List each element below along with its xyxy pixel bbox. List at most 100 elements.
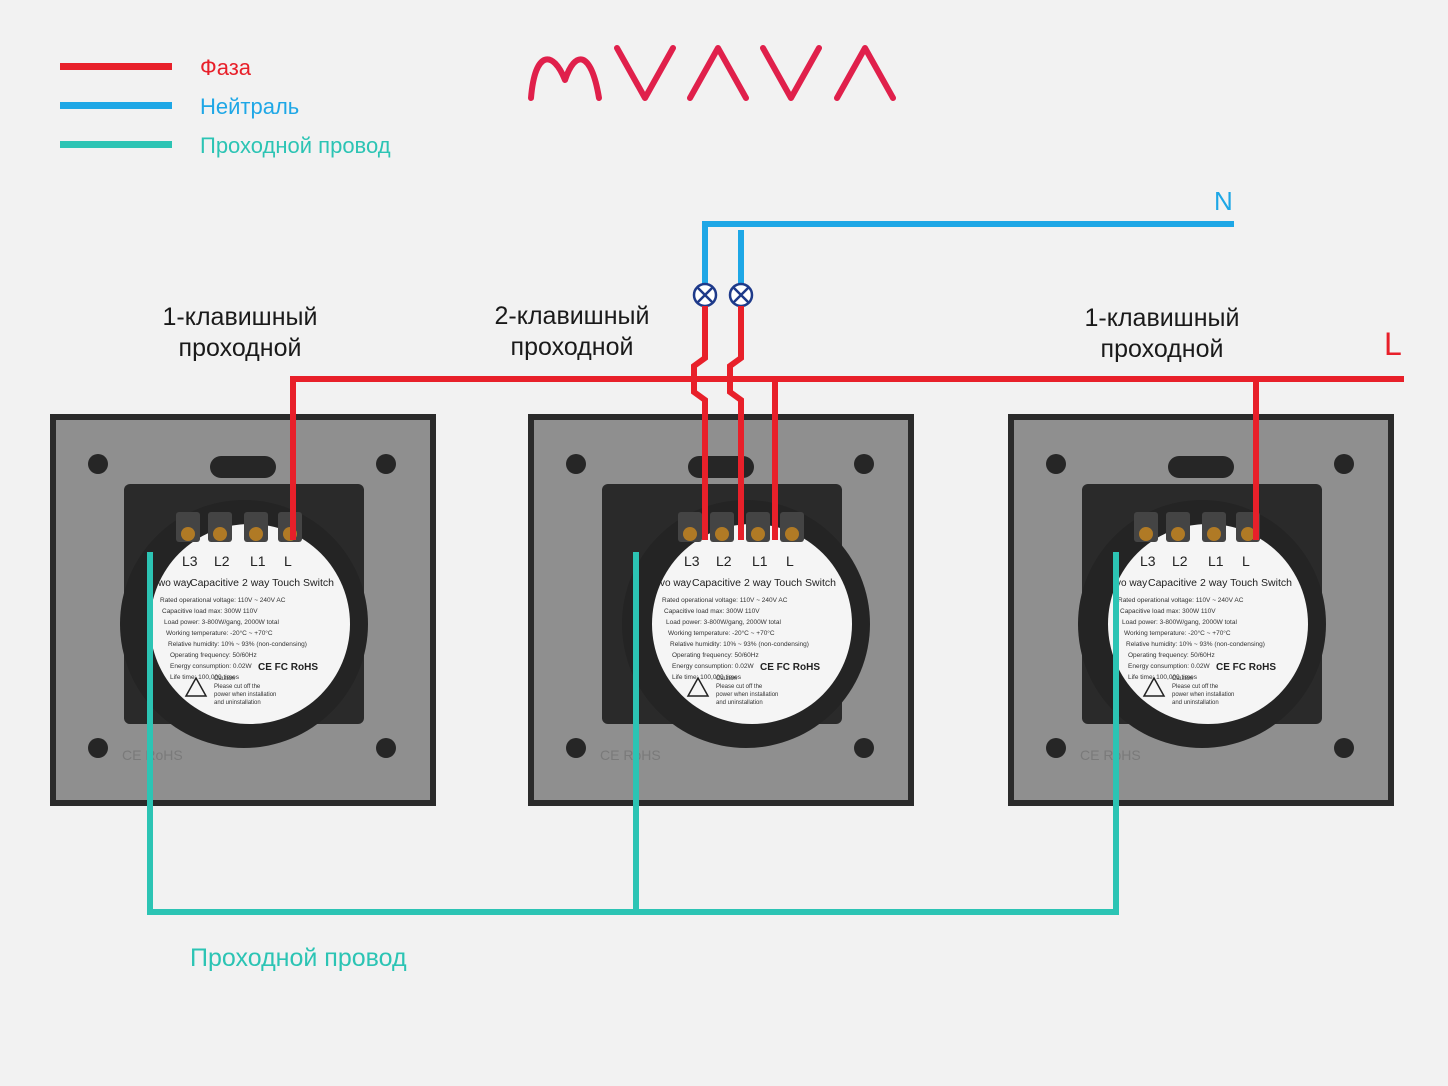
screw-hole (566, 738, 586, 758)
legend-neutral-label: Нейтраль (200, 94, 300, 119)
spec-line: Energy consumption: 0.02W (170, 663, 253, 670)
cert-marks: CE FC RoHS (760, 662, 820, 673)
switch-3-title: 1-клавишный проходной (1032, 303, 1292, 365)
cert-marks: CE FC RoHS (258, 662, 318, 673)
terminal-screw (751, 527, 765, 541)
terminal-label: L1 (1208, 553, 1224, 569)
screw-hole (566, 454, 586, 474)
screw-hole (88, 738, 108, 758)
terminal-screw (213, 527, 227, 541)
mount-slot (1168, 456, 1234, 478)
lamp-2-icon (728, 282, 754, 308)
model-name: Capacitive 2 way Touch Switch (692, 577, 836, 589)
legend-phase-label: Фаза (200, 55, 252, 80)
spec-line: Working temperature: -20°C ~ +70°C (1124, 629, 1231, 637)
spec-line: Working temperature: -20°C ~ +70°C (668, 629, 775, 637)
spec-line: Capacitive load max: 300W 110V (1120, 608, 1216, 615)
brand-mark: CE RoHS (1080, 747, 1141, 763)
brand-mark: CE RoHS (600, 747, 661, 763)
spec-line: Relative humidity: 10% ~ 93% (non-conden… (670, 641, 809, 648)
caution-line: Please cut off the (214, 684, 261, 690)
legend-neutral-line (60, 102, 172, 109)
screw-hole (1046, 738, 1066, 758)
switch-3-title-line1: 1-клавишный (1084, 304, 1240, 332)
spec-line: Operating frequency: 50/60Hz (1128, 652, 1215, 659)
screw-hole (854, 738, 874, 758)
spec-line: Load power: 3-800W/gang, 2000W total (1122, 619, 1237, 626)
screw-hole (854, 454, 874, 474)
screw-hole (1046, 454, 1066, 474)
spec-line: Load power: 3-800W/gang, 2000W total (666, 619, 781, 626)
switch-2-title-line2: проходной (510, 333, 634, 361)
legend-phase-line (60, 63, 172, 70)
warning-icon (1142, 676, 1166, 697)
cert-marks: CE FC RoHS (1216, 662, 1276, 673)
spec-line: Life time: 100,000 times (672, 674, 742, 681)
caution-line: Caution (1172, 676, 1193, 682)
terminal-label: L (786, 553, 794, 569)
screw-hole (1334, 738, 1354, 758)
caution-line: power when installation (1172, 692, 1234, 698)
module-label (1108, 524, 1308, 724)
spec-line: Life time: 100,000 times (170, 674, 240, 681)
spec-line: Life time: 100,000 times (1128, 674, 1198, 681)
terminal-label: L1 (752, 553, 768, 569)
terminal-label: L2 (716, 553, 732, 569)
terminal-screw (1171, 527, 1185, 541)
spec-line: Capacitive load max: 300W 110V (162, 608, 258, 615)
bottom-traveler-caption: Проходной провод (190, 944, 407, 972)
phase-wires (290, 306, 1404, 540)
neutral-wire-label: N (1214, 186, 1233, 216)
legend-traveler-label: Проходной провод (200, 133, 391, 158)
terminal-screw (1207, 527, 1221, 541)
model-prefix: wo way (157, 578, 191, 589)
caution-line: Please cut off the (1172, 684, 1219, 690)
spec-line: Energy consumption: 0.02W (1128, 663, 1211, 670)
spec-line: Capacitive load max: 300W 110V (664, 608, 760, 615)
terminal-screw (683, 527, 697, 541)
spec-line: Relative humidity: 10% ~ 93% (non-conden… (168, 641, 307, 648)
switch-1-title-line2: проходной (178, 334, 302, 362)
terminal-screw (1139, 527, 1153, 541)
spec-line: Rated operational voltage: 110V ~ 240V A… (1118, 597, 1244, 604)
terminal-label: L3 (1140, 553, 1156, 569)
mount-slot (210, 456, 276, 478)
caution-line: power when installation (214, 692, 276, 698)
caution-line: Caution (716, 676, 737, 682)
caution-line: Caution (214, 676, 235, 682)
terminal-screw (181, 527, 195, 541)
screw-hole (376, 454, 396, 474)
module-label (652, 524, 852, 724)
spec-line: Rated operational voltage: 110V ~ 240V A… (160, 597, 286, 604)
screw-hole (88, 454, 108, 474)
terminal-screw (715, 527, 729, 541)
switch-1-title: 1-клавишный проходной (110, 302, 370, 364)
screw-hole (1334, 454, 1354, 474)
caution-line: and uninstallation (214, 700, 261, 706)
traveler-wires (147, 552, 1119, 915)
warning-icon (686, 676, 710, 697)
terminal-screw (249, 527, 263, 541)
module-label (150, 524, 350, 724)
neutral-wires (702, 221, 1234, 288)
lamp-1-icon (692, 282, 718, 308)
switch-3-title-line2: проходной (1100, 335, 1224, 363)
caution-line: and uninstallation (716, 700, 763, 706)
switch-1-title-line1: 1-клавишный (162, 303, 318, 331)
spec-line: Rated operational voltage: 110V ~ 240V A… (662, 597, 788, 604)
mvava-logo (528, 45, 896, 101)
switch-2-title: 2-клавишный проходной (442, 301, 702, 363)
line-wire-label: L (1384, 326, 1402, 362)
caution-line: Please cut off the (716, 684, 763, 690)
spec-line: Load power: 3-800W/gang, 2000W total (164, 619, 279, 626)
terminal-label: L3 (182, 553, 198, 569)
model-prefix: vo way (1116, 578, 1147, 589)
terminal-label: L2 (1172, 553, 1188, 569)
legend-traveler-line (60, 141, 172, 148)
switch-2-title-line1: 2-клавишный (494, 302, 650, 330)
warning-icon (184, 676, 208, 697)
spec-line: Relative humidity: 10% ~ 93% (non-conden… (1126, 641, 1265, 648)
